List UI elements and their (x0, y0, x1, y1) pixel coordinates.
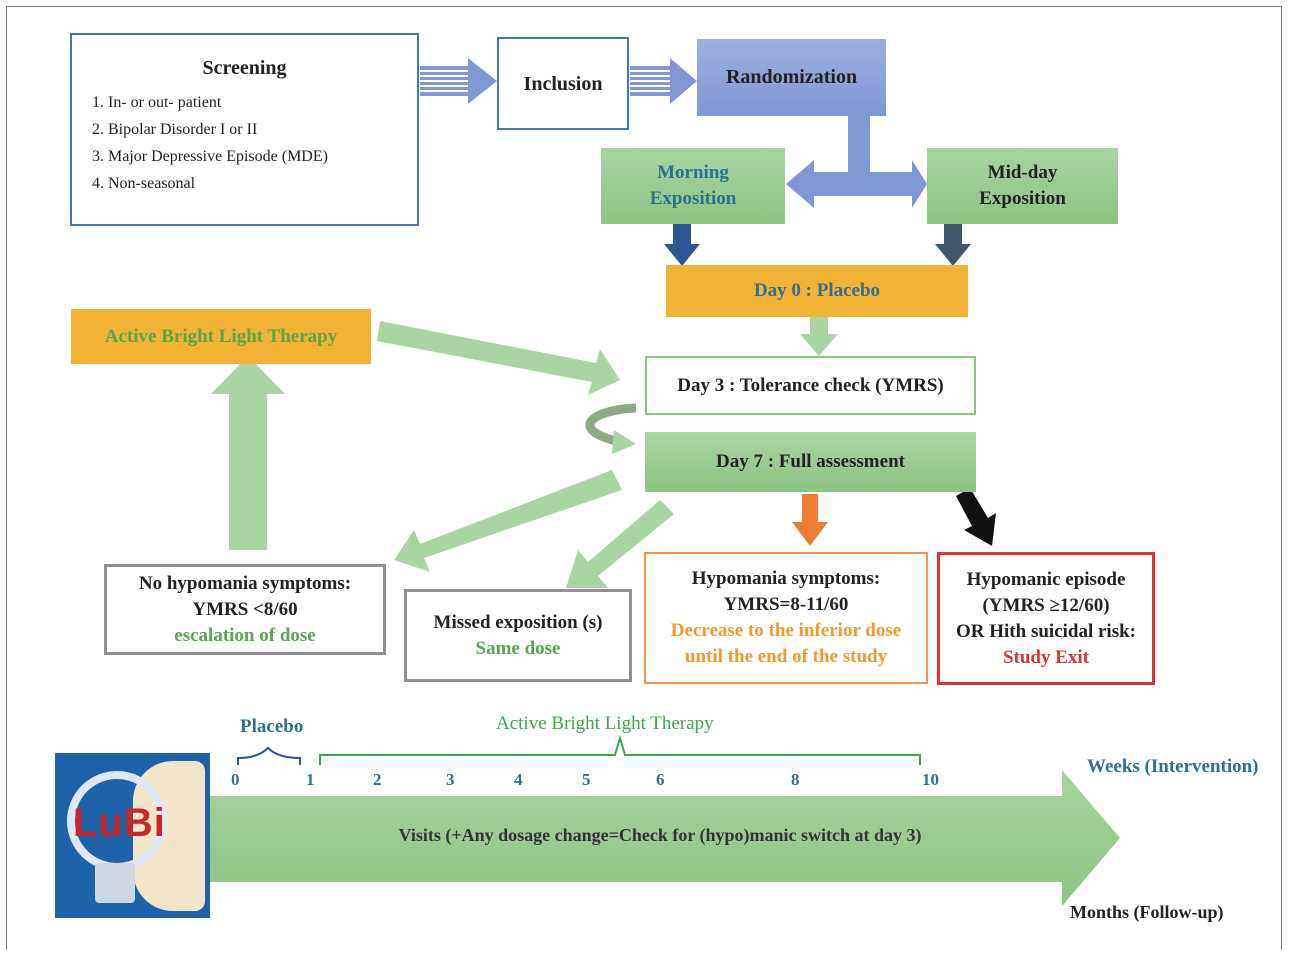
morning-exposition-box: Morning Exposition (601, 148, 785, 224)
randomization-label: Randomization (725, 66, 858, 88)
lubi-logo: LuBi (55, 753, 210, 918)
no-hypomania-line3: escalation of dose (174, 624, 316, 646)
week-tick: 2 (373, 770, 382, 789)
day0-label: Day 0 : Placebo (753, 280, 881, 301)
arrow-day0-to-day3 (800, 317, 838, 356)
week-tick: 5 (582, 770, 591, 789)
arrow-day7-to-nohypo (394, 470, 622, 572)
no-hypomania-box: No hypomania symptoms: YMRS <8/60 escala… (104, 564, 386, 655)
timeline-arrow (205, 770, 1120, 906)
screening-criterion: 4. Non-seasonal (92, 175, 196, 192)
arrow-day7-to-episode (956, 488, 996, 546)
logo-bulb-base (95, 863, 135, 903)
logo-text: LuBi (73, 801, 166, 845)
visits-label: Visits (+Any dosage change=Check for (hy… (398, 825, 922, 845)
morning-label-line2: Exposition (649, 188, 737, 209)
arrow-therapy-to-day3 (377, 321, 620, 395)
arrow-screening-to-inclusion (420, 58, 497, 104)
hypomania-line4: until the end of the study (684, 646, 888, 667)
months-axis-label: Months (Follow-up) (1070, 902, 1224, 922)
week-tick: 3 (446, 770, 455, 789)
week-tick: 1 (306, 770, 315, 789)
day3-tolerance-box: Day 3 : Tolerance check (YMRS) (645, 356, 976, 415)
episode-line1: Hypomanic episode (966, 568, 1126, 590)
arrow-day7-to-missed (566, 500, 674, 588)
active-bracket (319, 734, 921, 765)
midday-label-line2: Exposition (979, 188, 1066, 209)
week-tick: 10 (922, 770, 939, 789)
timeline-active-label: Active Bright Light Therapy (496, 713, 714, 734)
day7-assessment-box: Day 7 : Full assessment (645, 432, 976, 492)
active-therapy-box: Active Bright Light Therapy (71, 309, 371, 364)
missed-exposition-box: Missed exposition (s) Same dose (404, 589, 632, 682)
arrow-up-to-therapy (211, 356, 285, 550)
day0-placebo-box: Day 0 : Placebo (666, 265, 968, 317)
hypomania-box: Hypomania symptoms: YMRS=8-11/60 Decreas… (644, 552, 928, 684)
week-tick: 6 (656, 770, 665, 789)
arrow-day3-to-day7-curve (585, 403, 637, 454)
day3-label: Day 3 : Tolerance check (YMRS) (677, 374, 944, 396)
episode-line2: (YMRS ≥12/60) (982, 594, 1110, 616)
no-hypomania-line2: YMRS <8/60 (192, 598, 298, 620)
arrow-midday-to-day0 (935, 224, 971, 266)
episode-line3: OR Hith suicidal risk: (956, 620, 1136, 642)
arrow-inclusion-to-randomization (630, 58, 697, 104)
screening-box: Screening 1. In- or out- patient 2. Bipo… (70, 33, 419, 226)
week-tick: 0 (231, 770, 240, 789)
timeline-placebo-label: Placebo (240, 716, 304, 737)
hypomania-line1: Hypomania symptoms: (691, 568, 881, 589)
screening-criterion: 2. Bipolar Disorder I or II (92, 121, 258, 138)
hypomania-line3: Decrease to the inferior dose (670, 620, 902, 641)
screening-criteria-list: 1. In- or out- patient 2. Bipolar Disord… (92, 89, 328, 197)
active-therapy-label: Active Bright Light Therapy (104, 325, 338, 347)
arrow-day7-to-hypomania (792, 494, 828, 546)
arrow-morning-to-day0 (664, 224, 700, 266)
arrow-randomization-split (786, 116, 927, 208)
missed-line2: Same dose (475, 637, 561, 659)
hypomanic-episode-box: Hypomanic episode (YMRS ≥12/60) OR Hith … (937, 552, 1155, 685)
screening-criterion: 3. Major Depressive Episode (MDE) (92, 148, 328, 165)
placebo-bracket (237, 746, 301, 765)
inclusion-label: Inclusion (523, 72, 603, 95)
hypomania-line2: YMRS=8-11/60 (723, 594, 849, 615)
randomization-box: Randomization (697, 39, 886, 116)
week-tick: 8 (791, 770, 800, 789)
week-tick: 4 (514, 770, 523, 789)
midday-label-line1: Mid-day (987, 162, 1058, 183)
figure-frame (6, 6, 1282, 950)
midday-exposition-box: Mid-day Exposition (927, 148, 1118, 224)
day7-label: Day 7 : Full assessment (716, 451, 905, 472)
episode-line4: Study Exit (1002, 646, 1090, 668)
weeks-axis-label: Weeks (Intervention) (1087, 756, 1259, 777)
morning-label-line1: Morning (657, 162, 729, 183)
screening-title: Screening (202, 57, 287, 79)
screening-criterion: 1. In- or out- patient (92, 94, 222, 111)
no-hypomania-line1: No hypomania symptoms: (138, 572, 352, 594)
inclusion-box: Inclusion (497, 37, 629, 130)
missed-line1: Missed exposition (s) (433, 611, 603, 633)
